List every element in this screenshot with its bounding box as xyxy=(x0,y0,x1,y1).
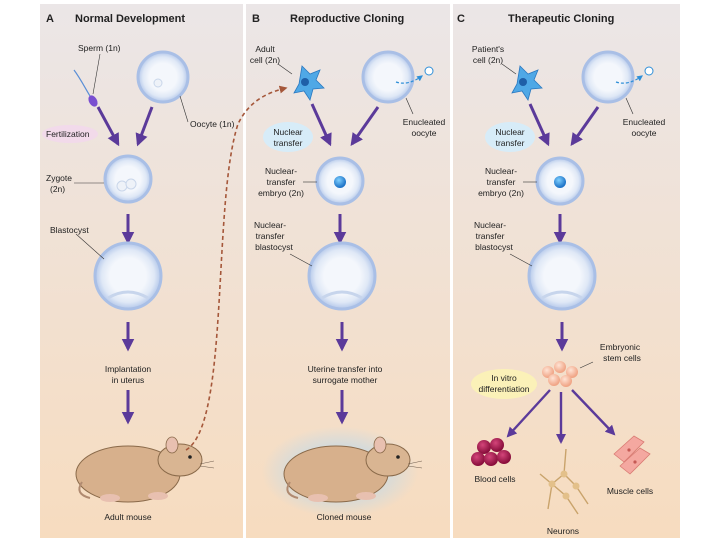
nuclear-transfer-embryo-b xyxy=(315,156,365,206)
nuclear-transfer-blastocyst-b xyxy=(307,241,377,311)
panel-a-title: Normal Development xyxy=(75,13,185,25)
embryo-label-b-line1: Nuclear- xyxy=(265,166,297,176)
panel-b-title: Reproductive Cloning xyxy=(290,13,404,25)
embryo-label-c-line1: Nuclear- xyxy=(485,166,517,176)
enucleated-label-b-line1: Enucleated xyxy=(403,117,446,127)
arrow-oocyte-to-zygote xyxy=(135,106,154,147)
blastocyst-cell xyxy=(93,241,163,311)
embryo-label-c-line2: transfer xyxy=(487,177,516,187)
muscle-cells-illustration xyxy=(613,435,651,475)
panel-a-letter: A xyxy=(46,13,54,25)
enucleated-label-b-line2: oocyte xyxy=(411,128,436,138)
arrow-patient-cell-to-embryo xyxy=(528,103,550,147)
arrow-oocyte-to-embryo-b xyxy=(350,106,380,147)
enucleated-oocyte-c xyxy=(581,50,654,104)
stem-cells-label-line2: stem cells xyxy=(603,353,641,363)
fertilization-label: Fertilization xyxy=(46,129,90,139)
panel-c-letter: C xyxy=(457,13,465,25)
blastocyst-label-b-line1: Nuclear- xyxy=(254,220,286,230)
blood-cells-label: Blood cells xyxy=(474,474,515,484)
nuclear-transfer-label-c-line1: Nuclear xyxy=(495,127,524,137)
adult-mouse-illustration xyxy=(75,436,215,503)
patient-cell-label-line1: Patient's xyxy=(472,44,504,54)
oocyte-label: Oocyte (1n) xyxy=(190,119,235,129)
cloned-mouse-label: Cloned mouse xyxy=(317,512,372,522)
sperm-label: Sperm (1n) xyxy=(78,43,121,53)
panel-b-letter: B xyxy=(252,13,260,25)
nuclear-transfer-label-b-line1: Nuclear xyxy=(273,127,302,137)
embryo-label-b-line2: transfer xyxy=(267,177,296,187)
embryonic-stem-cells xyxy=(542,361,578,387)
cloned-mouse-illustration xyxy=(262,426,423,518)
implantation-label-line2: in uterus xyxy=(112,375,145,385)
arrow-oocyte-to-embryo-c xyxy=(570,106,600,147)
nuclear-transfer-embryo-c xyxy=(535,156,585,206)
zygote-label-line2: (2n) xyxy=(50,184,65,194)
muscle-cells-label: Muscle cells xyxy=(607,486,653,496)
patient-cell-label-line2: cell (2n) xyxy=(473,55,503,65)
enucleated-oocyte-b xyxy=(361,50,434,104)
dashed-link-mouse-to-adult-cell xyxy=(185,85,288,451)
panel-c-title: Therapeutic Cloning xyxy=(508,13,614,25)
embryo-label-c-line3: embryo (2n) xyxy=(478,188,524,198)
adult-cell-label-line2: cell (2n) xyxy=(250,55,280,65)
adult-cell-label-line1: Adult xyxy=(255,44,275,54)
stem-cells-label-line1: Embryonic xyxy=(600,342,641,352)
enucleated-label-c-line2: oocyte xyxy=(631,128,656,138)
arrow-stem-to-blood xyxy=(506,389,551,438)
in-vitro-label-line2: differentiation xyxy=(479,384,530,394)
arrow-adult-cell-to-embryo xyxy=(310,103,332,147)
implantation-label-line1: Implantation xyxy=(105,364,152,374)
neurons-label: Neurons xyxy=(547,526,579,536)
neurons-illustration xyxy=(539,448,589,515)
uterine-label-line1: Uterine transfer into xyxy=(308,364,383,374)
blastocyst-label-c-line2: transfer xyxy=(476,231,505,241)
blastocyst-label: Blastocyst xyxy=(50,225,89,235)
in-vitro-label-line1: In vitro xyxy=(491,373,517,383)
blastocyst-label-c-line1: Nuclear- xyxy=(474,220,506,230)
adult-mouse-label: Adult mouse xyxy=(104,512,152,522)
enucleated-label-c-line1: Enucleated xyxy=(623,117,666,127)
sperm-icon xyxy=(73,69,98,107)
cloning-diagram: A Normal Development Sperm (1n) Oocyte (… xyxy=(40,4,680,538)
blastocyst-label-b-line3: blastocyst xyxy=(255,242,293,252)
arrow-sperm-to-zygote xyxy=(96,106,120,147)
adult-cell-icon xyxy=(293,65,325,101)
blastocyst-label-b-line2: transfer xyxy=(256,231,285,241)
oocyte-cell xyxy=(136,50,190,104)
patient-cell-icon xyxy=(511,65,543,101)
zygote-label-line1: Zygote xyxy=(46,173,72,183)
nuclear-transfer-label-c-line2: transfer xyxy=(496,138,525,148)
diagram-canvas: A Normal Development Sperm (1n) Oocyte (… xyxy=(40,4,680,538)
nuclear-transfer-blastocyst-c xyxy=(527,241,597,311)
uterine-label-line2: surrogate mother xyxy=(313,375,378,385)
nuclear-transfer-label-b-line2: transfer xyxy=(274,138,303,148)
zygote-cell xyxy=(103,154,153,204)
embryo-label-b-line3: embryo (2n) xyxy=(258,188,304,198)
blastocyst-label-c-line3: blastocyst xyxy=(475,242,513,252)
arrow-stem-to-muscle xyxy=(571,389,616,436)
blood-cells-illustration xyxy=(471,438,511,466)
